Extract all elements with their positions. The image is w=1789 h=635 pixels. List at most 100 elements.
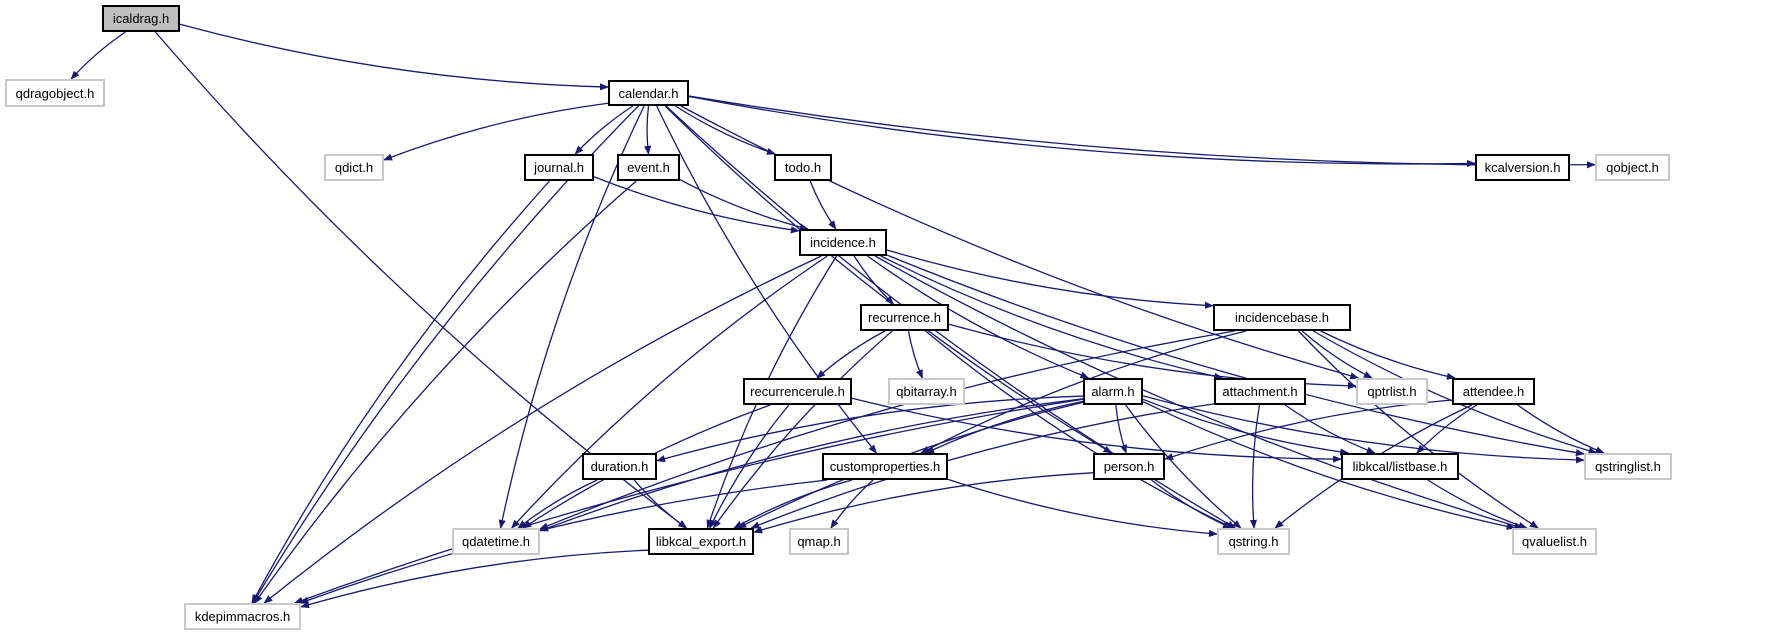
node-calendar[interactable]: calendar.h xyxy=(608,80,689,106)
edge-attachment-to-qstring xyxy=(1249,404,1261,529)
node-person[interactable]: person.h xyxy=(1093,453,1165,480)
node-label: qbitarray.h xyxy=(896,384,957,399)
node-label: kdepimmacros.h xyxy=(194,609,291,624)
node-kdepimmacros[interactable]: kdepimmacros.h xyxy=(184,603,301,630)
node-incidencebase[interactable]: incidencebase.h xyxy=(1213,304,1351,331)
node-label: recurrencerule.h xyxy=(750,384,845,399)
edge-customproperties-to-qmap xyxy=(830,479,874,529)
edge-incidence-to-qdatetime xyxy=(511,255,828,529)
edge-incidence-to-recurrence xyxy=(853,255,895,305)
node-qmap[interactable]: qmap.h xyxy=(789,528,849,555)
node-attachment[interactable]: attachment.h xyxy=(1214,378,1306,405)
node-label: person.h xyxy=(1103,459,1155,474)
node-label: recurrence.h xyxy=(868,310,941,325)
edge-customproperties-to-libkcal-export xyxy=(733,479,853,529)
edge-duration-to-libkcal-export xyxy=(633,479,688,529)
edge-libkcal-export-to-kdepimmacros xyxy=(300,549,649,609)
node-label: libkcal_export.h xyxy=(655,534,747,549)
edge-todo-to-incidence xyxy=(809,180,837,230)
node-kcalversion[interactable]: kcalversion.h xyxy=(1475,154,1570,181)
node-label: alarm.h xyxy=(1091,384,1135,399)
node-icaldrag[interactable]: icaldrag.h xyxy=(102,5,180,32)
edge-icaldrag-to-calendar xyxy=(179,23,609,91)
edge-customproperties-to-qstring xyxy=(947,478,1218,537)
node-label: qmap.h xyxy=(797,534,841,549)
node-qobject[interactable]: qobject.h xyxy=(1595,154,1670,181)
node-label: qptrlist.h xyxy=(1367,384,1417,399)
edge-person-to-libkcal-export xyxy=(753,472,1094,534)
edge-calendar-to-event xyxy=(643,105,652,155)
node-label: icaldrag.h xyxy=(112,11,170,26)
node-label: qstringlist.h xyxy=(1595,459,1661,474)
edge-alarm-to-duration xyxy=(656,395,1084,463)
node-duration[interactable]: duration.h xyxy=(582,453,657,480)
edge-attendee-to-listbase xyxy=(1416,404,1478,454)
node-label: qvaluelist.h xyxy=(1521,534,1588,549)
edge-customproperties-to-kdepimmacros xyxy=(299,479,828,604)
node-label: incidence.h xyxy=(810,235,876,250)
node-qstringlist[interactable]: qstringlist.h xyxy=(1584,453,1672,480)
edge-incidencebase-to-qvaluelist xyxy=(1297,330,1539,529)
node-label: qobject.h xyxy=(1606,160,1659,175)
node-label: calendar.h xyxy=(618,85,679,101)
node-label: kcalversion.h xyxy=(1484,160,1561,175)
node-label: journal.h xyxy=(534,160,584,175)
edge-calendar-to-qdict xyxy=(383,102,609,161)
edge-alarm-to-qstringlist xyxy=(1142,395,1585,464)
edge-attendee-to-person xyxy=(1164,399,1453,460)
edge-calendar-to-person xyxy=(664,105,1113,454)
edge-attachment-to-libkcal-export xyxy=(750,403,1215,529)
node-listbase[interactable]: libkcal/listbase.h xyxy=(1341,453,1459,480)
node-journal[interactable]: journal.h xyxy=(524,154,594,181)
node-qvaluelist[interactable]: qvaluelist.h xyxy=(1512,528,1597,555)
edge-incidence-to-qstringlist xyxy=(886,254,1585,457)
node-label: qdict.h xyxy=(334,160,374,175)
edge-incidencebase-to-attendee xyxy=(1320,330,1456,380)
node-label: event.h xyxy=(627,160,670,175)
node-qdatetime[interactable]: qdatetime.h xyxy=(452,528,540,555)
edge-recurrence-to-recurrencerule xyxy=(816,330,886,379)
node-libkcal-export[interactable]: libkcal_export.h xyxy=(648,528,754,555)
edge-alarm-to-qdatetime xyxy=(539,398,1084,532)
node-recurrence[interactable]: recurrence.h xyxy=(860,304,949,331)
edge-event-to-kdepimmacros xyxy=(254,180,637,604)
edge-incidence-to-attachment xyxy=(880,255,1224,380)
edge-incidence-to-incidencebase xyxy=(886,249,1214,309)
edge-calendar-to-kcalversion xyxy=(688,95,1476,168)
node-qdict[interactable]: qdict.h xyxy=(324,154,384,181)
node-event[interactable]: event.h xyxy=(617,154,680,181)
node-label: duration.h xyxy=(590,459,649,474)
edge-incidencebase-to-qdatetime xyxy=(539,330,1235,530)
edge-attachment-to-listbase xyxy=(1284,404,1376,454)
edge-alarm-to-qstring xyxy=(1125,404,1242,529)
node-qdragobject[interactable]: qdragobject.h xyxy=(5,79,105,107)
edge-recurrence-to-libkcal-export xyxy=(712,330,893,529)
edge-icaldrag-to-qdragobject xyxy=(70,31,126,80)
edge-incidence-to-kdepimmacros xyxy=(263,255,822,604)
node-customproperties[interactable]: customproperties.h xyxy=(822,453,948,480)
edge-calendar-to-customproperties xyxy=(656,105,878,454)
edge-journal-to-incidence xyxy=(593,176,800,234)
node-label: attendee.h xyxy=(1462,384,1525,399)
node-label: qdatetime.h xyxy=(462,534,530,549)
edge-incidence-to-qvaluelist xyxy=(874,255,1524,530)
node-qstring[interactable]: qstring.h xyxy=(1217,528,1290,555)
node-qbitarray[interactable]: qbitarray.h xyxy=(888,378,965,405)
edge-calendar-to-qobject xyxy=(688,95,1596,169)
node-label: qstring.h xyxy=(1228,534,1279,549)
edge-alarm-to-qvaluelist xyxy=(1142,401,1516,530)
node-incidence[interactable]: incidence.h xyxy=(799,229,887,256)
node-attendee[interactable]: attendee.h xyxy=(1452,378,1535,405)
node-label: incidencebase.h xyxy=(1235,310,1329,325)
edge-alarm-to-listbase xyxy=(1142,398,1350,456)
node-todo[interactable]: todo.h xyxy=(774,154,832,181)
edge-incidencebase-to-customproperties xyxy=(920,330,1247,454)
edge-duration-to-qdatetime xyxy=(517,479,598,529)
node-recurrencerule[interactable]: recurrencerule.h xyxy=(743,378,852,405)
node-alarm[interactable]: alarm.h xyxy=(1083,378,1143,405)
edge-alarm-to-customproperties xyxy=(925,400,1084,454)
node-qptrlist[interactable]: qptrlist.h xyxy=(1356,378,1428,405)
edge-recurrence-to-qbitarray xyxy=(907,330,924,379)
node-label: qdragobject.h xyxy=(15,85,95,101)
